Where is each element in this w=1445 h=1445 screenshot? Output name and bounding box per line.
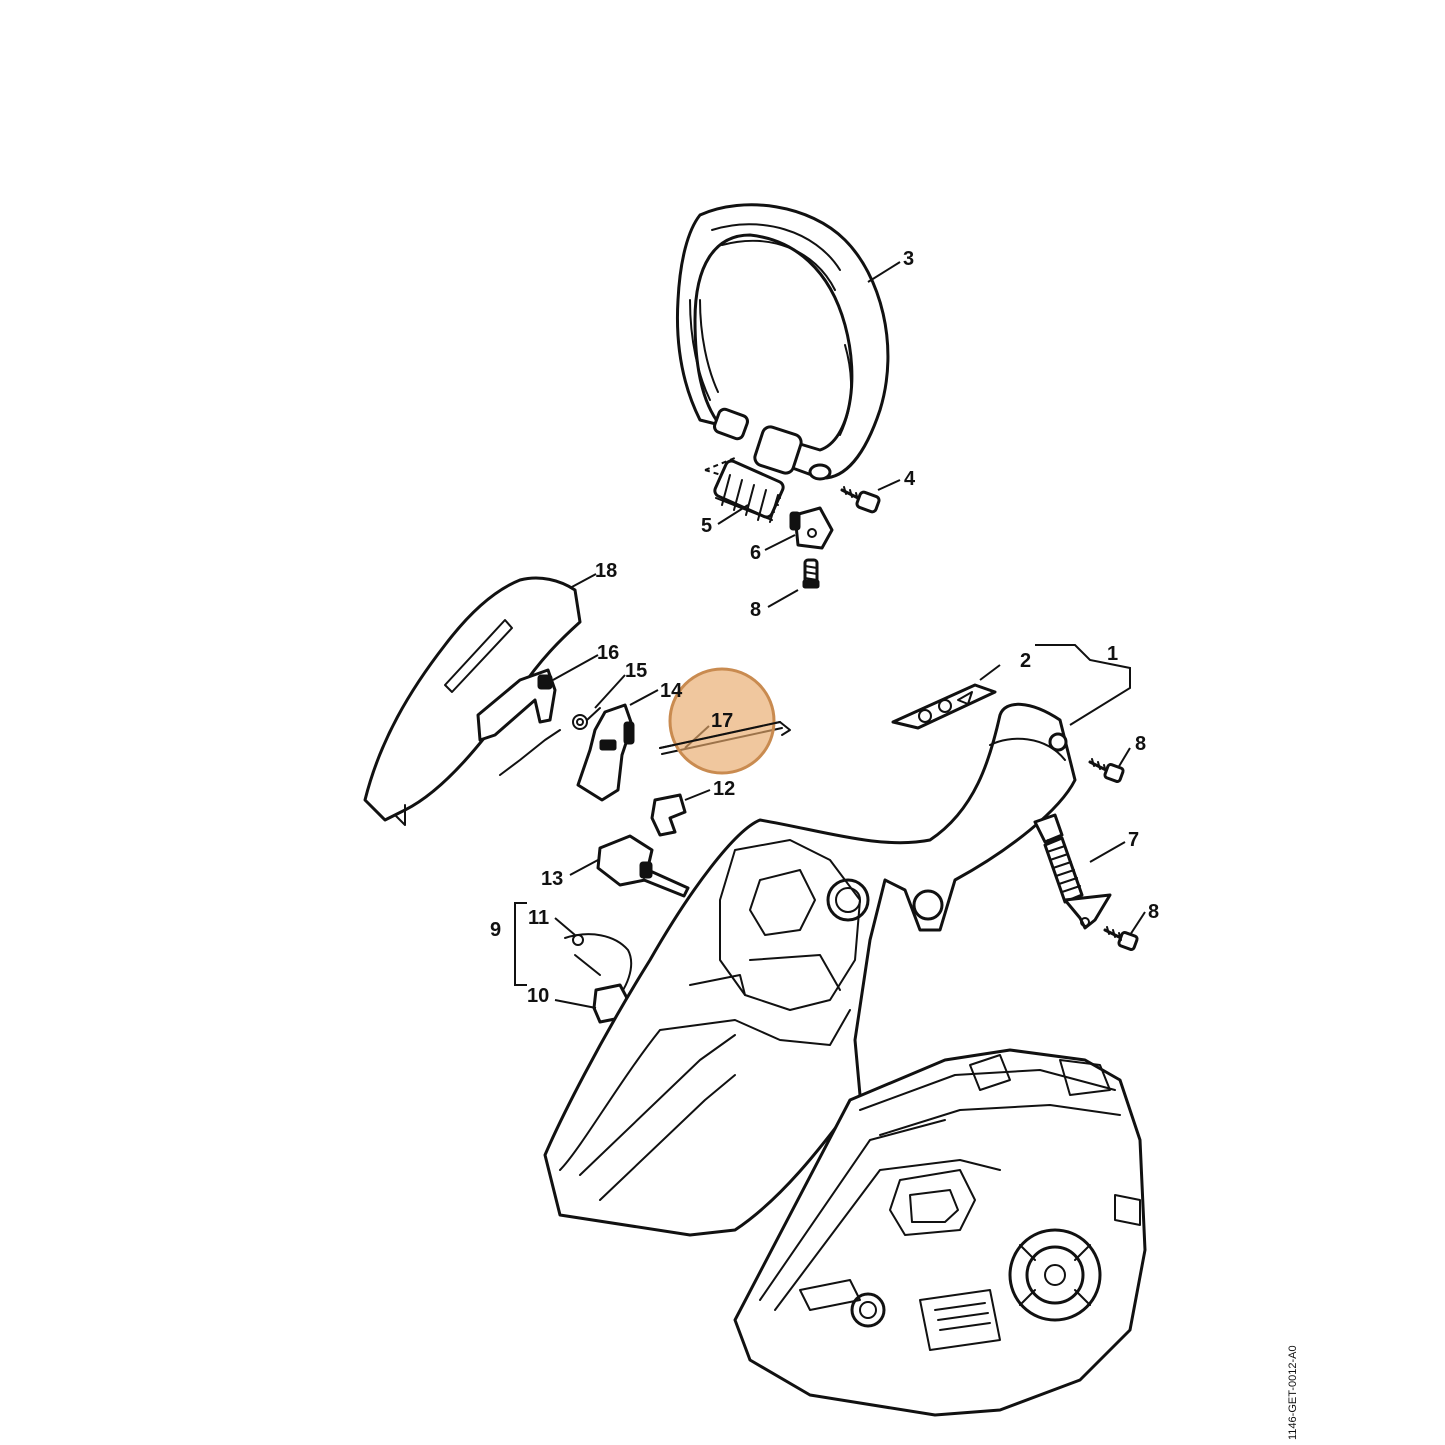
group-bracket-1 [1035,644,1131,726]
part-13-shaft-lever[interactable] [596,834,690,898]
callout-8-right-lower[interactable]: 8 [1148,901,1159,923]
part-3-handlebar[interactable] [676,203,890,481]
engine-housing [733,1048,1147,1417]
part-16-lever[interactable] [476,668,557,742]
callout-13[interactable]: 13 [541,868,563,890]
callout-4[interactable]: 4 [904,468,916,490]
callout-10[interactable]: 10 [527,985,549,1007]
part-12-clip[interactable] [650,793,687,837]
part-8-screw-right-lower[interactable] [1103,926,1139,951]
part-8-screw-right-upper[interactable] [1088,758,1125,783]
part-6-bracket[interactable] [789,506,834,550]
callout-14[interactable]: 14 [660,680,683,702]
callout-11[interactable]: 11 [528,907,549,929]
highlight-circle [668,667,776,775]
callout-5[interactable]: 5 [701,515,712,537]
part-5-spring[interactable] [713,459,785,523]
part-15-torsion-spring[interactable] [499,707,601,776]
callout-16[interactable]: 16 [597,642,619,664]
callout-6[interactable]: 6 [750,542,761,564]
part-1-rear-handle-housing[interactable] [543,702,1077,1237]
group-bracket-9 [514,902,527,986]
part-17-rod-overlay [659,721,781,749]
callout-18[interactable]: 18 [595,560,617,582]
part-18-handle-cover[interactable] [363,576,582,826]
part-14-throttle-trigger[interactable] [576,703,635,802]
callout-7[interactable]: 7 [1128,829,1139,851]
callout-8-right-upper[interactable]: 8 [1135,733,1146,755]
callout-3[interactable]: 3 [903,248,914,270]
callout-12[interactable]: 12 [713,778,735,800]
callout-8-top[interactable]: 8 [750,599,761,621]
part-8-screw-top[interactable] [802,558,820,589]
callout-17[interactable]: 17 [711,710,733,732]
callout-15[interactable]: 15 [625,660,647,682]
part-7-av-spring[interactable] [1033,813,1112,930]
callout-2[interactable]: 2 [1020,650,1031,672]
callout-1[interactable]: 1 [1107,643,1118,665]
callout-9[interactable]: 9 [490,919,501,941]
document-id: 1146-GET-0012-A0 [1287,1345,1299,1440]
part-2-decal[interactable] [891,683,997,730]
leader-lines [552,261,1146,1009]
part-4-screw[interactable] [840,486,881,514]
